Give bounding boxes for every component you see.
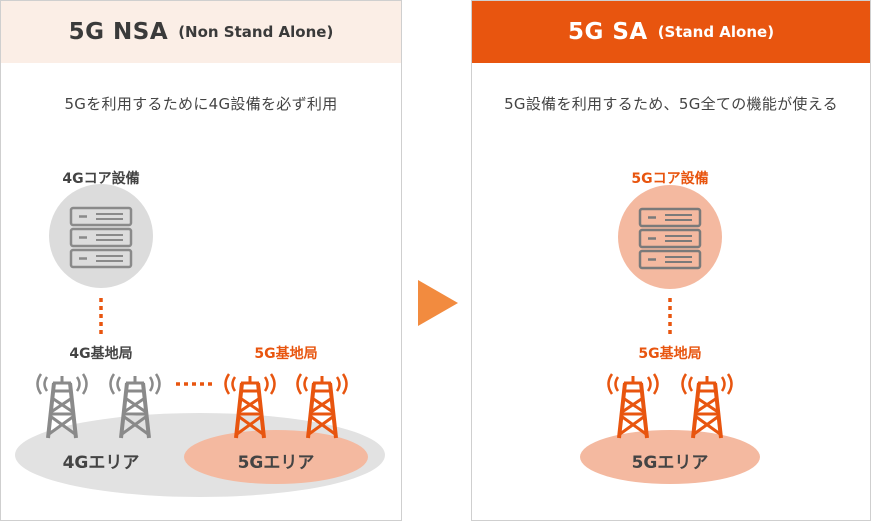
sa-5g-base-label: 5G基地局 (638, 346, 702, 362)
sa-title: 5G SA (567, 19, 648, 45)
nsa-4g-area-label: 4Gエリア (62, 453, 140, 473)
nsa-subtitle: (Non Stand Alone) (178, 23, 334, 41)
sa-5g-tower-icon-2 (691, 374, 723, 440)
nsa-5g-area-ellipse (184, 430, 368, 484)
nsa-5g-area-label: 5Gエリア (237, 453, 315, 473)
nsa-5g-base-label: 5G基地局 (254, 346, 318, 362)
sa-5g-area-label: 5Gエリア (631, 453, 709, 473)
nsa-title: 5G NSA (68, 19, 169, 45)
sa-description: 5G設備を利用するため、5G全ての機能が使える (504, 95, 838, 113)
sa-5g-tower-icon-1 (617, 374, 649, 440)
nsa-4g-base-label: 4G基地局 (69, 346, 133, 362)
nsa-header: 5G NSA (Non Stand Alone) (1, 1, 401, 63)
nsa-core-label: 4Gコア設備 (62, 171, 140, 187)
transition-arrow-icon (418, 280, 458, 326)
sa-header: 5G SA (Stand Alone) (472, 1, 870, 63)
sa-subtitle: (Stand Alone) (657, 23, 775, 41)
sa-5g-area-ellipse (580, 430, 760, 484)
sa-core-label: 5Gコア設備 (631, 171, 709, 187)
nsa-description: 5Gを利用するために4G設備を必ず利用 (64, 95, 338, 113)
